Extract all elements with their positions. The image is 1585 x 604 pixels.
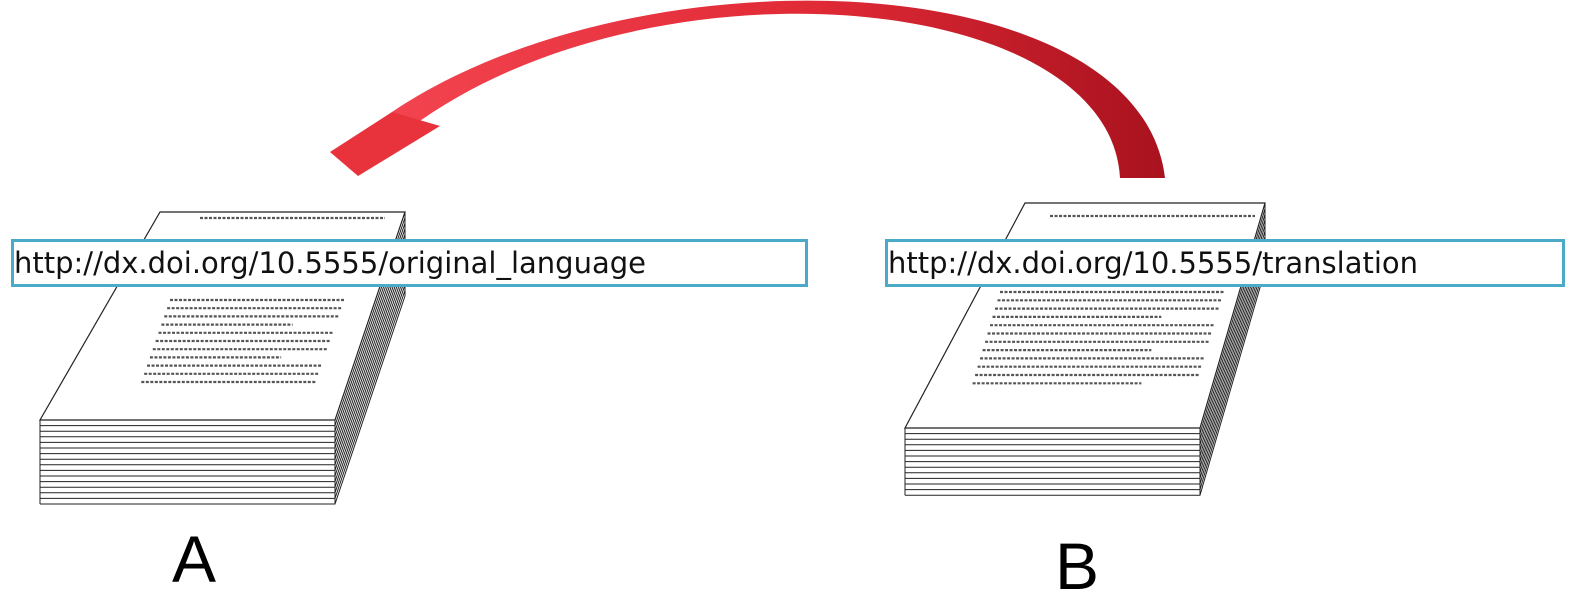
document-label-a: A	[172, 522, 217, 596]
doi-url-original: http://dx.doi.org/10.5555/original_langu…	[11, 239, 808, 287]
arrow-head	[330, 112, 440, 176]
document-label-b: B	[1055, 529, 1100, 603]
arrow-shaft	[392, 0, 1165, 178]
curved-arrow-icon	[330, 0, 1165, 178]
doi-url-translation: http://dx.doi.org/10.5555/translation	[885, 239, 1565, 287]
